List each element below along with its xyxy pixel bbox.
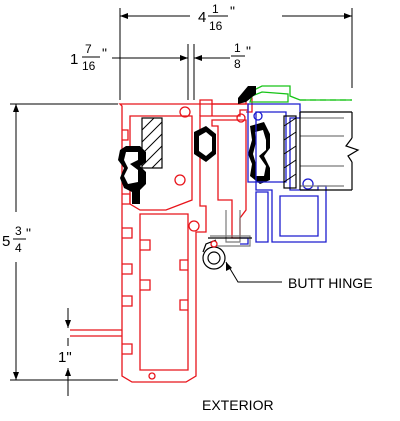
hinge-leaves <box>208 210 252 247</box>
glazing-stop <box>238 85 352 104</box>
height-den: 4 <box>15 241 22 255</box>
top-width-num: 1 <box>212 2 219 16</box>
dimension-left-offset: 1 7 16 " <box>70 42 195 100</box>
butt-hinge-knuckle <box>202 239 226 270</box>
dimension-top-width: 4 1 16 " <box>119 2 353 100</box>
butt-hinge-label: BUTT HINGE <box>288 275 373 291</box>
bottom-dimension-text: 1" <box>58 349 72 366</box>
left-offset-num: 7 <box>85 42 92 56</box>
weatherstrip-gaskets <box>118 122 270 204</box>
gap-unit: " <box>246 43 251 59</box>
left-offset-whole: 1 <box>70 51 78 68</box>
glass-unit <box>283 111 360 191</box>
height-num: 3 <box>15 224 22 238</box>
frame-extrusion <box>70 97 253 383</box>
exterior-label: EXTERIOR <box>202 397 274 413</box>
top-width-whole: 4 <box>198 9 206 26</box>
dimension-height: 5 3 4 " <box>2 103 118 381</box>
height-whole: 5 <box>2 233 10 250</box>
top-width-unit: " <box>230 3 235 19</box>
height-unit: " <box>26 225 31 241</box>
thermal-break-block <box>141 117 163 169</box>
left-offset-den: 16 <box>82 59 96 73</box>
butt-hinge-leader <box>225 261 282 283</box>
gap-num: 1 <box>234 41 241 55</box>
dimension-gap: 1 8 " <box>194 41 251 71</box>
dimension-bottom: 1" <box>58 308 72 396</box>
top-width-den: 16 <box>209 19 223 33</box>
left-offset-unit: " <box>102 45 107 61</box>
gap-den: 8 <box>234 57 241 71</box>
